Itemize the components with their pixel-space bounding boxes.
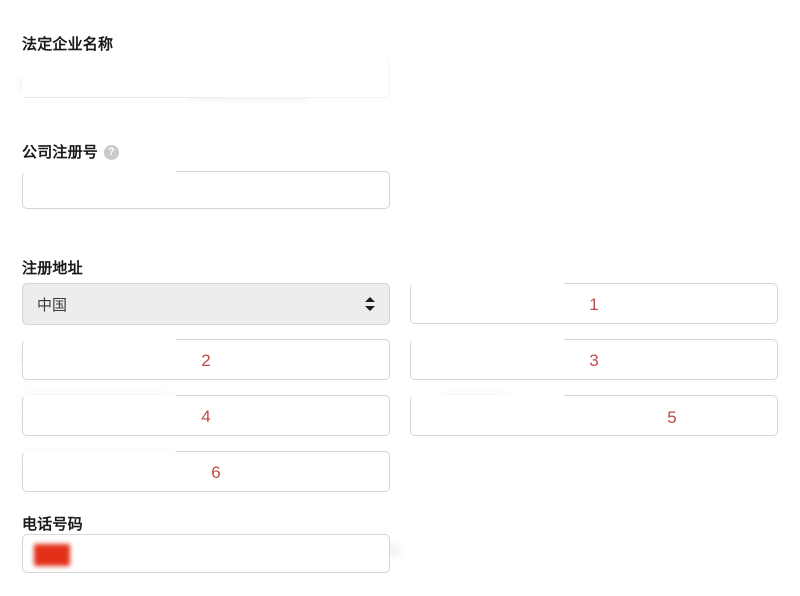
- marker-3: 3: [589, 351, 599, 370]
- marker-4: 4: [201, 407, 211, 426]
- china-flag-icon[interactable]: [34, 544, 70, 566]
- marker-6: 6: [211, 463, 221, 482]
- registered-address-label-text: 注册地址: [22, 260, 83, 277]
- up-down-stepper-icon: [365, 296, 375, 312]
- country-select[interactable]: 中国: [22, 283, 390, 325]
- marker-2: 2: [201, 351, 211, 370]
- registered-address-label: 注册地址: [22, 257, 83, 278]
- phone-number-label-text: 电话号码: [22, 516, 83, 533]
- address-line-5-input[interactable]: 5: [410, 395, 778, 436]
- address-line-6-input[interactable]: 6: [22, 451, 390, 492]
- address-line-3-input[interactable]: 3: [410, 339, 778, 380]
- marker-1: 1: [589, 295, 599, 314]
- address-line-4-input[interactable]: 4: [22, 395, 390, 436]
- legal-business-name-input[interactable]: [22, 58, 390, 98]
- address-line-2-input[interactable]: 2: [22, 339, 390, 380]
- marker-5: 5: [667, 408, 677, 427]
- phone-number-input[interactable]: [22, 534, 390, 573]
- address-line-1-input[interactable]: 1: [410, 283, 778, 324]
- company-registration-number-input[interactable]: [22, 171, 390, 209]
- phone-number-label: 电话号码: [22, 513, 83, 534]
- legal-business-name-label-text: 法定企业名称: [22, 36, 114, 53]
- legal-business-name-label: 法定企业名称: [22, 33, 113, 54]
- country-select-value: 中国: [37, 296, 68, 314]
- company-registration-number-label-text: 公司注册号: [22, 144, 99, 161]
- help-circle-icon[interactable]: ?: [104, 145, 120, 160]
- company-registration-number-label: 公司注册号 ?: [22, 141, 120, 162]
